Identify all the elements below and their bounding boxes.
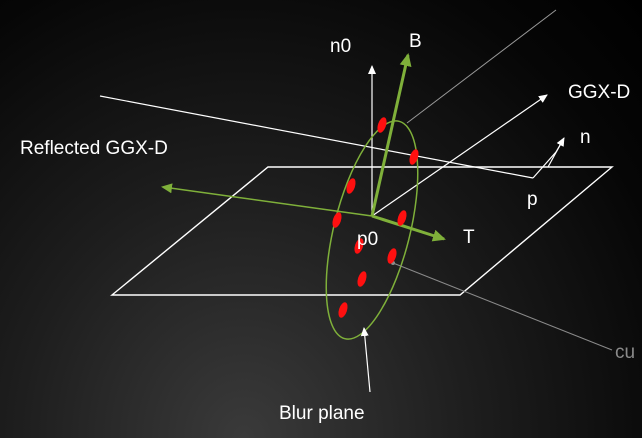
label-n0: n0 (330, 36, 351, 57)
incident-ray (99, 95, 534, 179)
label-p0: p0 (357, 229, 378, 250)
sample-point (357, 271, 367, 287)
surface-plane (110, 166, 614, 296)
label-reflected-ggx-d: Reflected GGX-D (20, 138, 168, 159)
bitangent-arrow-B (370, 53, 412, 217)
sample-points (332, 117, 419, 318)
label-T: T (463, 227, 475, 248)
sample-point (338, 302, 348, 318)
label-ggx-d: GGX-D (568, 82, 630, 103)
sample-point (332, 212, 342, 228)
blur-plane-label-arrow (360, 327, 371, 393)
label-p: p (527, 189, 538, 210)
tangent-arrow-T (371, 214, 446, 242)
sample-point (397, 210, 407, 226)
label-cut: cu (615, 342, 635, 363)
n-normal-arrow (532, 139, 564, 179)
label-blur-plane: Blur plane (279, 403, 365, 424)
sample-point (377, 117, 387, 133)
sample-point (346, 178, 356, 194)
n-arrow-head (547, 137, 565, 168)
view-ray (406, 9, 557, 124)
sample-point (387, 248, 397, 264)
sample-point (409, 149, 419, 165)
sample-point (354, 238, 364, 254)
ggx-d-arrow (371, 94, 548, 217)
cut-callout-line (392, 262, 613, 351)
label-B: B (409, 31, 422, 52)
reflected-ggx-d-arrow (161, 183, 373, 217)
label-n: n (580, 127, 591, 148)
